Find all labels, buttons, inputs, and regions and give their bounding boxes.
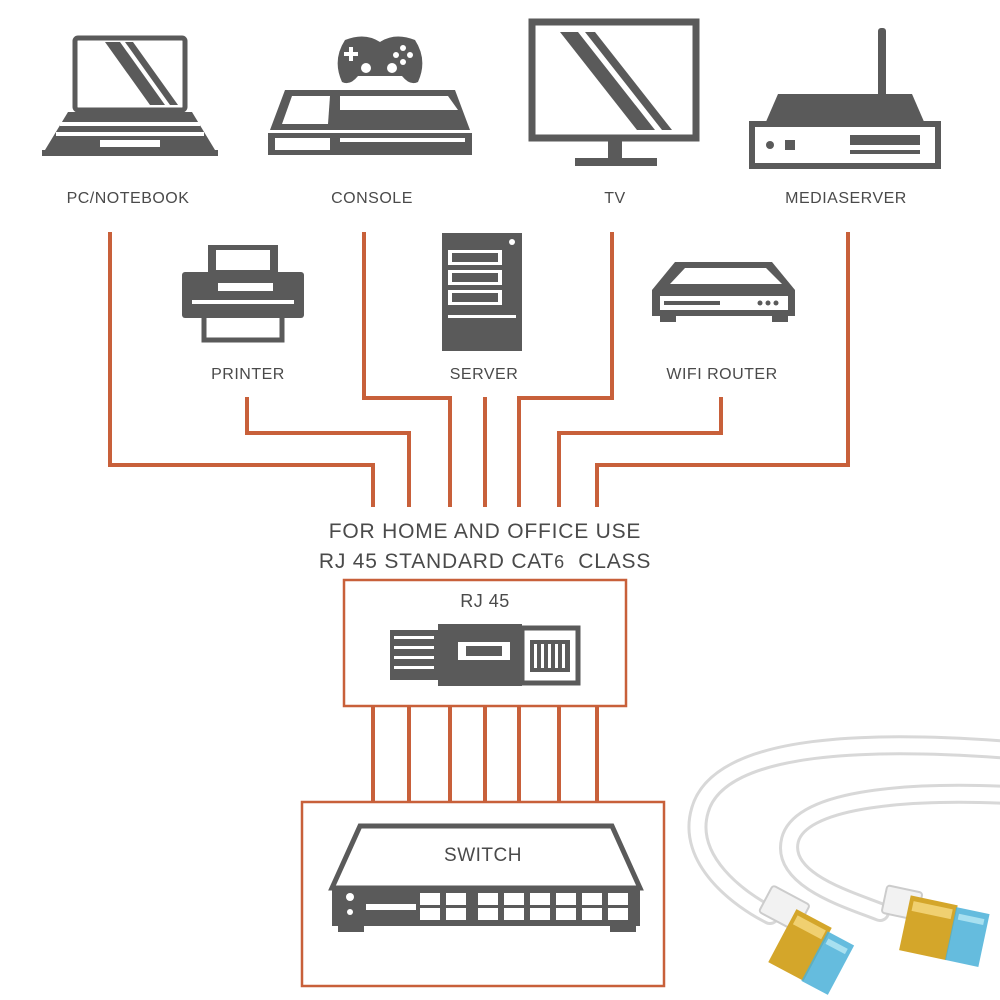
caption-line-2-prefix: RJ 45 STANDARD CAT <box>318 550 555 573</box>
switch-port <box>530 893 550 905</box>
wifi-router-icon <box>652 262 795 322</box>
switch-wires <box>371 706 599 802</box>
printer-icon <box>182 245 304 343</box>
caption-line-2: RJ 45 STANDARD CAT6 CLASS <box>319 550 651 574</box>
label-wifi-router: WIFI ROUTER <box>666 366 778 383</box>
device-wires <box>108 232 850 507</box>
label-server: SERVER <box>449 366 519 383</box>
label-printer: PRINTER <box>211 366 285 383</box>
caption-line-1: FOR HOME AND OFFICE USE <box>328 520 642 543</box>
switch-port <box>530 908 550 920</box>
label-console: CONSOLE <box>331 190 413 207</box>
switch-port <box>582 893 602 905</box>
switch-port <box>420 908 440 920</box>
switch-port <box>420 893 440 905</box>
switch-port <box>478 908 498 920</box>
laptop-icon <box>42 35 218 156</box>
switch-port <box>556 908 576 920</box>
label-mediaserver: MEDIASERVER <box>785 190 907 207</box>
switch-port <box>446 908 466 920</box>
caption-line-2-digit: 6 <box>554 552 565 572</box>
gamepad-icon <box>337 36 423 84</box>
switch-port <box>556 893 576 905</box>
switch-icon <box>328 823 644 932</box>
console-icon <box>268 90 472 155</box>
label-tv: TV <box>604 190 626 207</box>
mediaserver-icon <box>749 28 941 169</box>
switch-port <box>582 908 602 920</box>
switch-label: SWITCH <box>444 845 522 866</box>
switch-box <box>300 800 666 988</box>
rj45-label: RJ 45 <box>460 591 510 611</box>
ethernet-cable-image <box>687 735 1000 995</box>
caption-line-2-suffix: CLASS <box>578 550 652 573</box>
switch-port <box>504 908 524 920</box>
switch-port <box>478 893 498 905</box>
switch-port <box>608 908 628 920</box>
server-icon <box>442 233 522 351</box>
label-pc-notebook: PC/NOTEBOOK <box>66 190 190 207</box>
switch-port <box>608 893 628 905</box>
rj45-plug-icon <box>390 624 581 686</box>
switch-port <box>446 893 466 905</box>
switch-port <box>504 893 524 905</box>
tv-icon <box>528 18 700 166</box>
